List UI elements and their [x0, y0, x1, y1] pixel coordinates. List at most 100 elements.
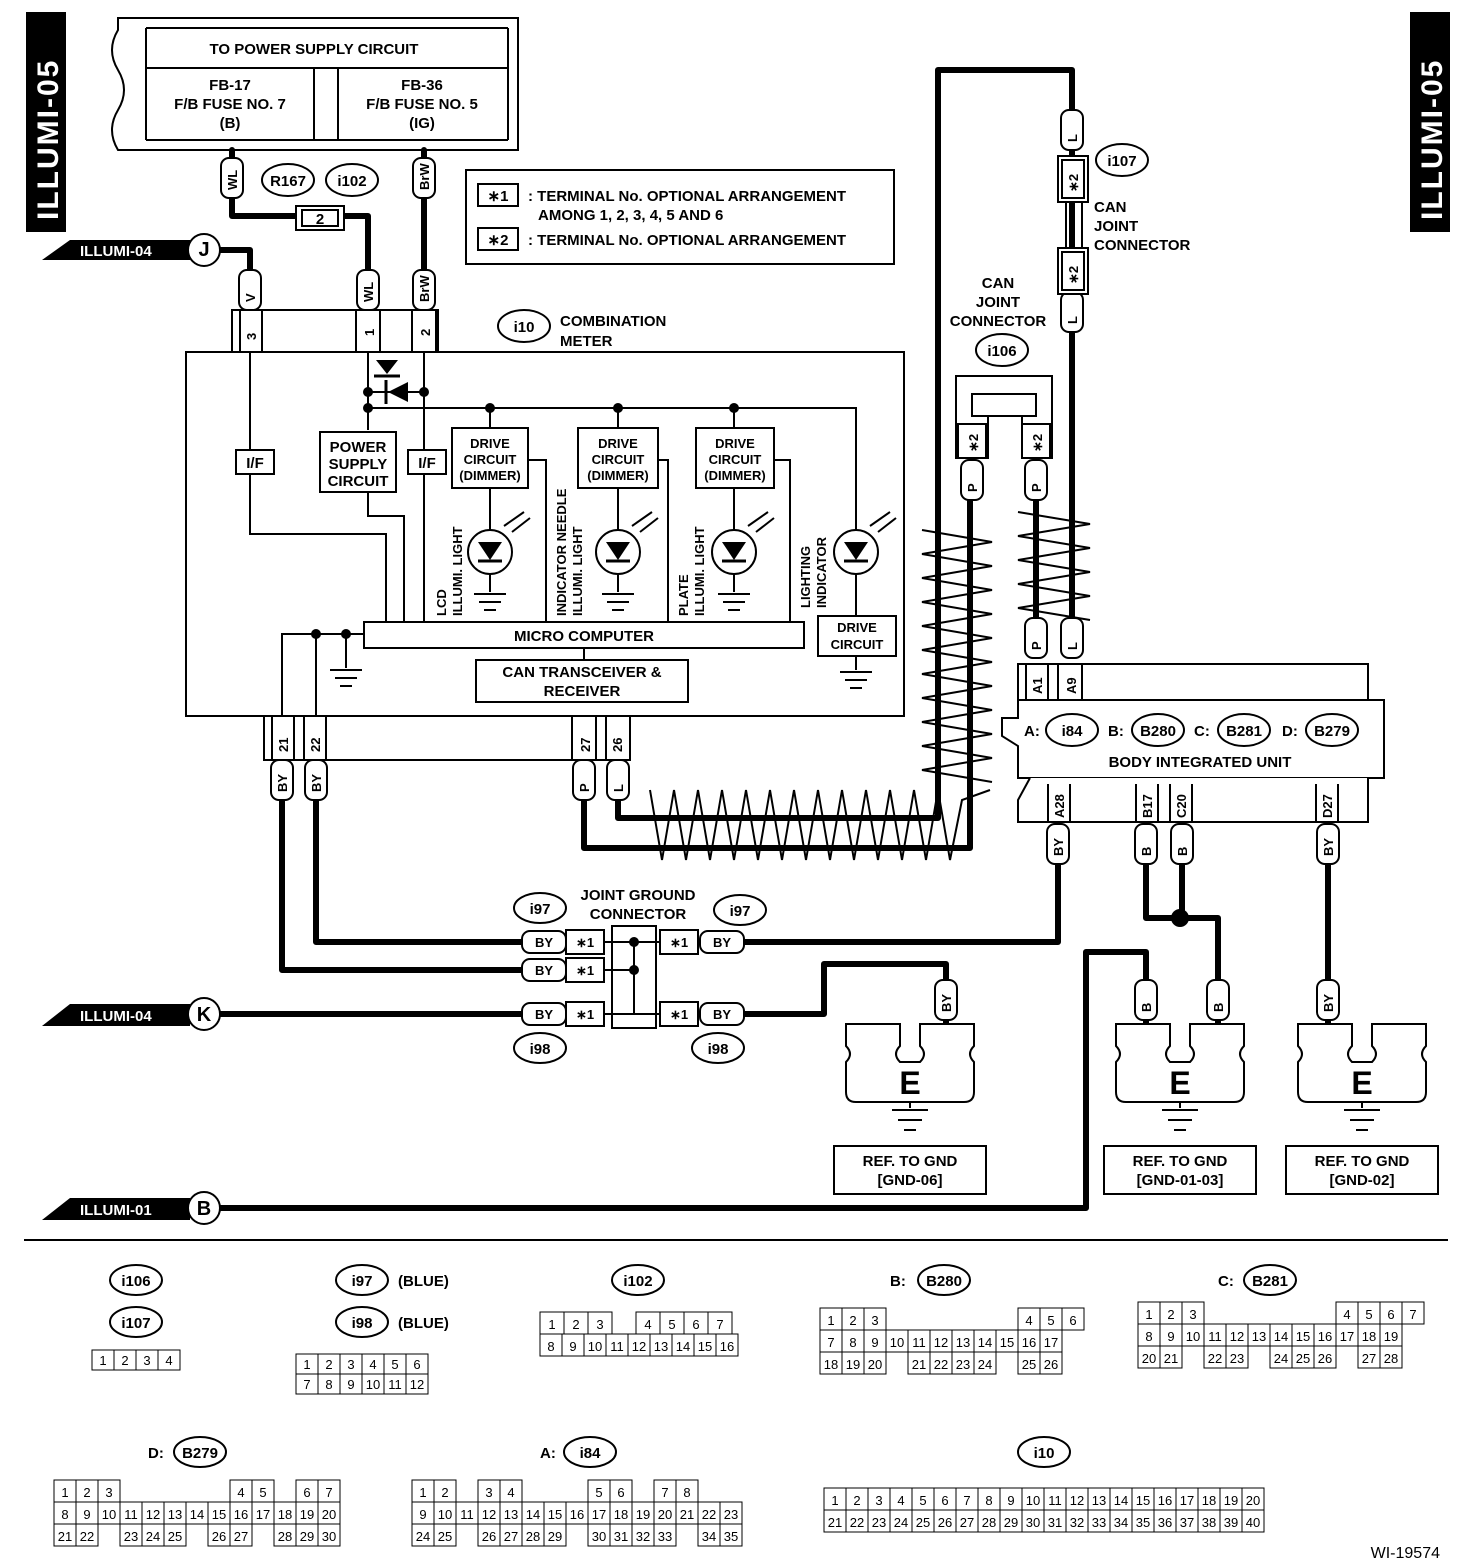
- drive1-l2: CIRCUIT: [464, 452, 517, 467]
- drive2-l2: CIRCUIT: [592, 452, 645, 467]
- tag-l-26-text: L: [611, 784, 626, 792]
- led-group: [467, 511, 897, 616]
- view-i10-grid-pin: 7: [963, 1493, 970, 1508]
- i106-title-1: CAN: [982, 275, 1015, 292]
- view-i84-grid-pin: 35: [724, 1529, 738, 1544]
- legend-star2: ∗2: [488, 232, 509, 249]
- view-b279-grid-pin: 30: [322, 1529, 336, 1544]
- view-i106-grid-pin: 2: [121, 1353, 128, 1368]
- tag-p-i106-b-text: P: [1029, 483, 1044, 492]
- i98-label-a: i98: [530, 1041, 551, 1058]
- ground-letter-3: E: [1351, 1065, 1372, 1101]
- offpage-j-label: ILLUMI-04: [80, 243, 152, 260]
- drive1-l3: (DIMMER): [459, 468, 520, 483]
- view-i10-grid-pin: 26: [938, 1515, 952, 1530]
- biu-pin-a28: A28: [1052, 794, 1067, 818]
- lcd-label-1: LCD: [434, 589, 449, 616]
- tag-b-gnd01a-text: B: [1139, 1003, 1154, 1012]
- side-label-right-bg: [1410, 12, 1450, 232]
- view-i10-grid-pin: 17: [1180, 1493, 1194, 1508]
- tag-by-jgc-c: BY: [521, 1002, 567, 1026]
- view-i84-grid-pin: 19: [636, 1507, 650, 1522]
- view-i106-grid-pin: 1: [99, 1353, 106, 1368]
- view-i98-label: i98: [335, 1306, 389, 1338]
- tag-b-gnd01b-text: B: [1211, 1003, 1226, 1012]
- fuse2-id: FB-36: [401, 77, 443, 94]
- view-b281-grid-pin: 5: [1365, 1307, 1372, 1322]
- tag-brw-meter-text: BrW: [417, 275, 432, 302]
- view-i84-grid-pin: 6: [617, 1485, 624, 1500]
- jgc-star1-e: ∗1: [670, 1007, 688, 1022]
- offpage-k: ILLUMI-04 K: [42, 997, 221, 1031]
- view-i97-blue: (BLUE): [398, 1273, 449, 1290]
- biu-b279: B279: [1314, 723, 1350, 740]
- tag-b-b17: B: [1134, 823, 1158, 865]
- view-b279-grid-pin: 10: [102, 1507, 116, 1522]
- view-b279-grid-pin: 5: [259, 1485, 266, 1500]
- svg-text:i102: i102: [623, 1273, 652, 1290]
- view-b279-grid-pin: 19: [300, 1507, 314, 1522]
- tag-by-jgc-e-text: BY: [713, 1007, 731, 1022]
- view-b279-grid-pin: 29: [300, 1529, 314, 1544]
- view-b280-grid-pin: 21: [912, 1357, 926, 1372]
- view-i84-grid-pin: 14: [526, 1507, 540, 1522]
- drive-circuit-label-2: CIRCUIT: [831, 637, 884, 652]
- power-supply-title: TO POWER SUPPLY CIRCUIT: [210, 41, 419, 58]
- view-i102-grid-bot-pin: 8: [547, 1339, 554, 1354]
- view-i10-grid-pin: 3: [875, 1493, 882, 1508]
- body-integrated-unit: A1 A9 A: i84 B: B280 C: B281 D: B279 BOD…: [1001, 663, 1385, 823]
- view-i84-grid-pin: 31: [614, 1529, 628, 1544]
- svg-text:i10: i10: [1034, 1445, 1055, 1462]
- view-i102-grid-top-pin: 5: [668, 1317, 675, 1332]
- view-i10-grid-pin: 20: [1246, 1493, 1260, 1508]
- biu-b: B:: [1108, 723, 1124, 740]
- tag-l-i107-top-text: L: [1065, 134, 1080, 142]
- view-i102-grid-bot-pin: 11: [610, 1339, 624, 1354]
- i106-title-2: JOINT: [976, 294, 1020, 311]
- legend-star1-text2: AMONG 1, 2, 3, 4, 5 AND 6: [538, 207, 723, 224]
- view-b279-grid-pin: 24: [146, 1529, 160, 1544]
- svg-text:B279: B279: [182, 1445, 218, 1462]
- tag-wl-meter-text: WL: [361, 282, 376, 302]
- can-joint-i106: CAN JOINT CONNECTOR i106 ∗2 ∗2: [950, 275, 1053, 459]
- view-b281-grid-pin: 12: [1230, 1329, 1244, 1344]
- meter-pin-3: 3: [244, 333, 259, 340]
- view-b280-grid-pin: 24: [978, 1357, 992, 1372]
- view-b281-grid-pin: 20: [1142, 1351, 1156, 1366]
- meter-pin-22: 22: [308, 738, 323, 752]
- view-b281-grid-pin: 15: [1296, 1329, 1310, 1344]
- r167-label: R167: [270, 173, 306, 190]
- view-b279-grid-pin: 9: [83, 1507, 90, 1522]
- view-b281-grid-pin: 1: [1145, 1307, 1152, 1322]
- tag-by-jgc-b: BY: [521, 958, 567, 982]
- view-i84-grid-pin: 30: [592, 1529, 606, 1544]
- view-i102-label: i102: [611, 1264, 665, 1296]
- micro-computer: MICRO COMPUTER: [514, 628, 654, 645]
- tag-wl-meter: WL: [356, 269, 380, 311]
- tag-by-gnd06: BY: [934, 979, 958, 1021]
- jgc-star1-a: ∗1: [576, 935, 594, 950]
- tag-p-i106-a: P: [960, 459, 984, 501]
- view-b279-grid-pin: 11: [124, 1507, 138, 1522]
- i97-label-b: i97: [730, 903, 751, 920]
- biu-pin-a1: A1: [1030, 677, 1045, 694]
- drive3-l2: CIRCUIT: [709, 452, 762, 467]
- view-b281-grid-pin: 17: [1340, 1329, 1354, 1344]
- svg-text:B280: B280: [926, 1273, 962, 1290]
- view-i84-grid-pin: 3: [485, 1485, 492, 1500]
- plate-label-2: ILLUMI. LIGHT: [692, 526, 707, 616]
- view-b280-grid-pin: 8: [849, 1335, 856, 1350]
- view-b279-grid-pin: 13: [168, 1507, 182, 1522]
- can-joint-i107: ∗2 ∗2 i107 CAN JOINT CONNECTOR: [1057, 143, 1191, 295]
- view-b281-grid-pin: 19: [1384, 1329, 1398, 1344]
- drive1-l1: DRIVE: [470, 436, 510, 451]
- biu-title: BODY INTEGRATED UNIT: [1109, 754, 1292, 771]
- view-i10-label: i10: [1017, 1436, 1071, 1468]
- view-b280-grid-pin: 7: [827, 1335, 834, 1350]
- view-i84-grid-pin: 22: [702, 1507, 716, 1522]
